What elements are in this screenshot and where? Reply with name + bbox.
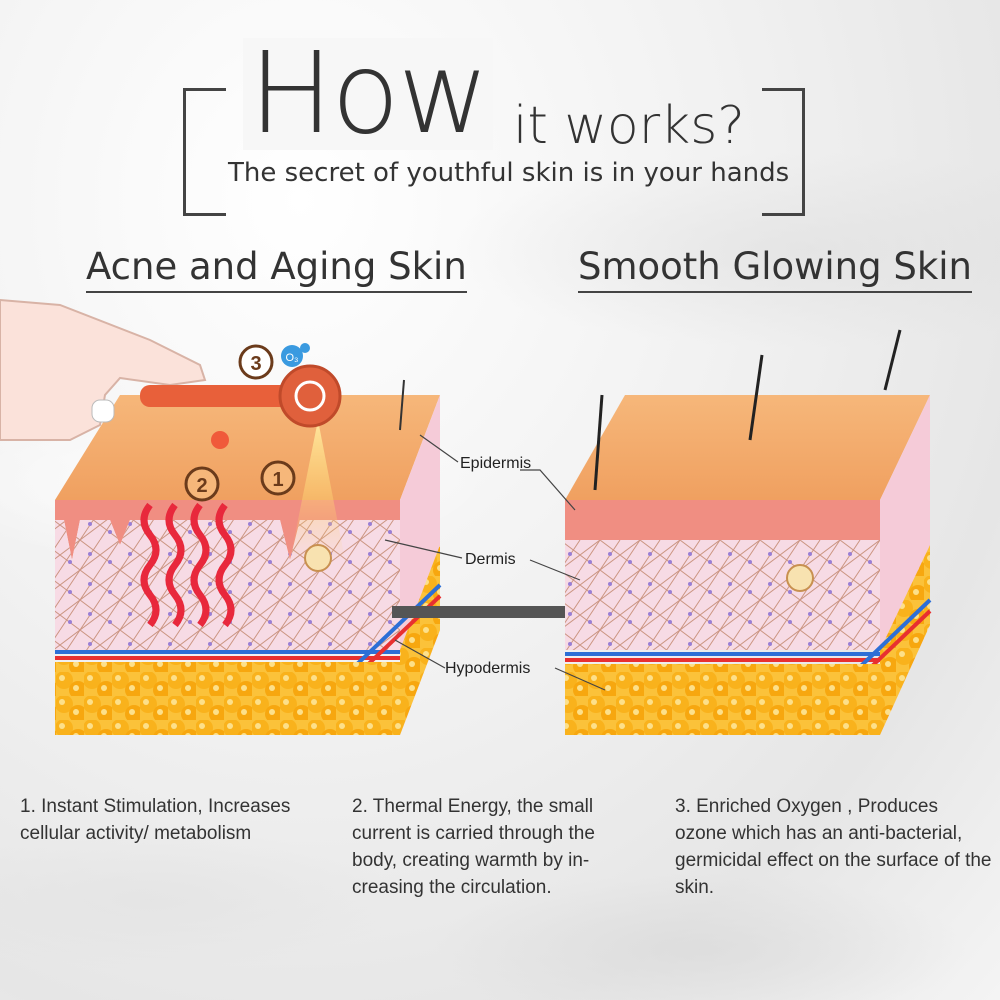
heat-waves-icon xyxy=(140,502,235,628)
frame-left-bracket xyxy=(183,88,226,216)
badge-two: 2 xyxy=(184,466,220,502)
ozone-label: O₃ xyxy=(285,352,298,364)
badge-one: 1 xyxy=(260,460,296,496)
acne-spot-icon xyxy=(211,431,229,449)
light-beam-icon xyxy=(290,420,345,560)
hand-with-wand-icon xyxy=(0,298,342,441)
ozone-icon: O₃ xyxy=(281,343,310,367)
hair-icon xyxy=(593,394,604,491)
right-hypodermis xyxy=(565,664,880,735)
right-dermis xyxy=(565,540,880,650)
title-how: How xyxy=(243,38,494,150)
heading-smooth-glowing-skin: Smooth Glowing Skin xyxy=(578,247,972,293)
label-epidermis: Epidermis xyxy=(460,455,531,472)
label-hypodermis: Hypodermis xyxy=(445,660,530,677)
hair-icon xyxy=(748,354,764,441)
badge-two-label: 2 xyxy=(196,475,207,497)
badge-one-label: 1 xyxy=(272,469,283,491)
right-epidermis xyxy=(565,500,880,540)
acne-skin-block xyxy=(55,379,442,735)
badge-three: 3 xyxy=(238,344,274,380)
description-instant-stimulation: 1. Instant Stimulation, Increases cellul… xyxy=(20,796,291,844)
badge-three-label: 3 xyxy=(250,353,261,375)
left-hypodermis xyxy=(55,662,400,735)
subtitle: The secret of youthful skin is in your h… xyxy=(228,158,790,188)
title-frame: How it works? The secret of youthful ski… xyxy=(183,38,805,216)
left-skin-surface xyxy=(55,395,440,500)
title-it-works: it works? xyxy=(513,96,745,156)
hair-icon xyxy=(883,329,902,391)
skin-diagram: 3 O₃ 2 1 Ep xyxy=(0,298,932,735)
frame-right-bracket xyxy=(762,88,805,216)
label-dermis: Dermis xyxy=(465,551,516,568)
right-skin-surface xyxy=(565,395,930,500)
description-enriched-oxygen: 3. Enriched Oxygen , Produces ozone whic… xyxy=(675,796,992,898)
smooth-skin-block xyxy=(565,329,932,735)
wand-tip-icon xyxy=(278,364,342,428)
heading-acne-aging-skin: Acne and Aging Skin xyxy=(86,247,467,293)
description-thermal-energy: 2. Thermal Energy, the small current is … xyxy=(352,796,595,898)
wand-icon xyxy=(140,385,315,407)
